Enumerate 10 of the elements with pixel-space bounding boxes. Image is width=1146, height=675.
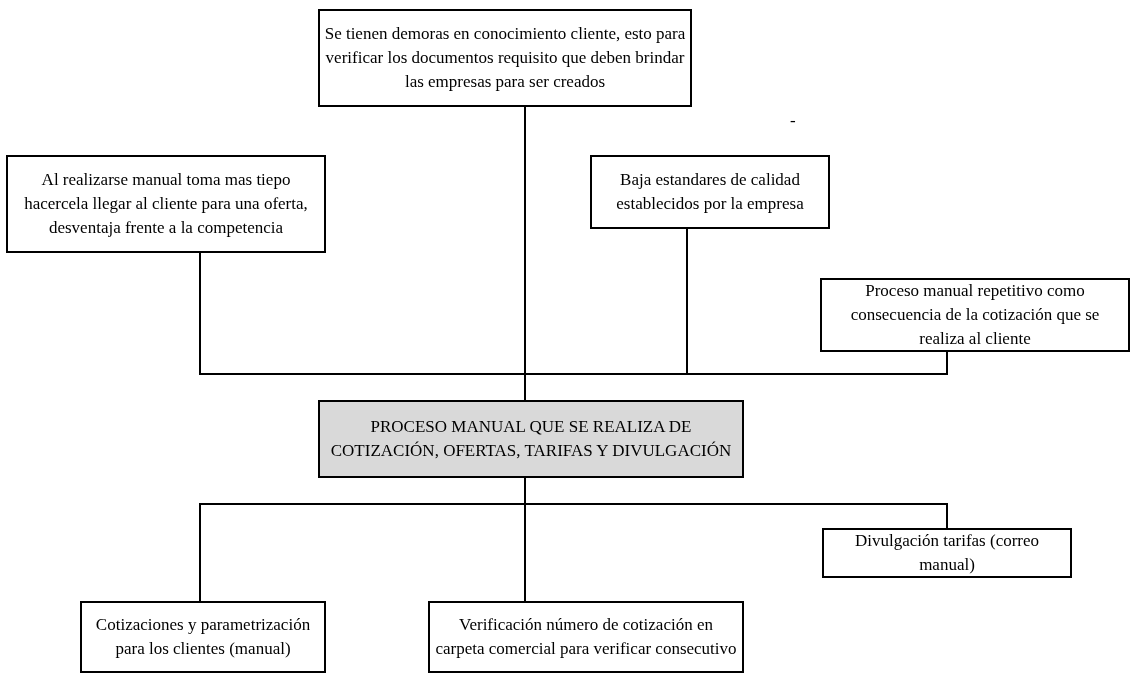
process-box: Cotizaciones y parametrización para los clientes (manual) [80, 601, 326, 673]
process-box: Baja estandares de calidad establecidos por la empresa [590, 155, 830, 229]
process-box: Se tienen demoras en conocimiento cliente, esto para verificar los documentos requisito que deben brindar las empresas para ser creados [318, 9, 692, 107]
dash-mark: - [790, 110, 796, 132]
process-box: Verificación número de cotización en carpeta comercial para verificar consecutivo [428, 601, 744, 673]
connector-line [524, 477, 526, 602]
process-box: Proceso manual repetitivo como consecuencia de la cotización que se realiza al cliente [820, 278, 1130, 352]
process-box: Al realizarse manual toma mas tiepo hacercela llegar al cliente para una oferta, desventaja frente a la competencia [6, 155, 326, 253]
central-problem-box: PROCESO MANUAL QUE SE REALIZA DE COTIZACIÓN, OFERTAS, TARIFAS Y DIVULGACIÓN [318, 400, 744, 478]
process-box: Divulgación tarifas (correo manual) [822, 528, 1072, 578]
